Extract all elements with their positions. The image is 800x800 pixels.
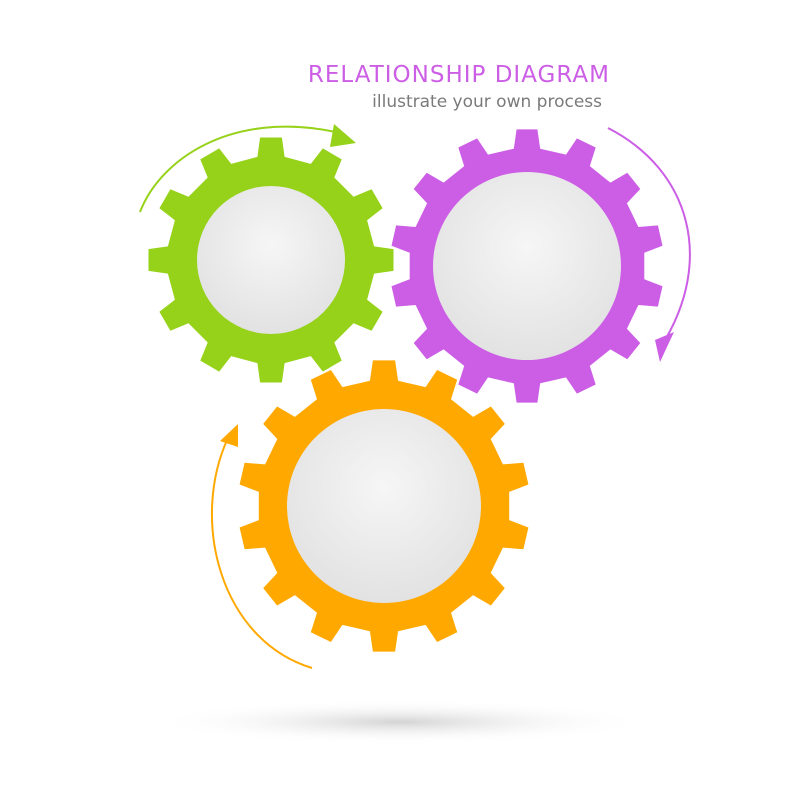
orange-arrow [210,437,313,669]
orange-arrowhead [220,424,238,447]
diagram-subtitle: illustrate your own process [372,92,602,112]
green-arrow [139,125,337,213]
green-arrowhead [330,124,356,147]
gear-green [148,137,394,383]
purple-arrow [607,127,691,346]
diagram-title: RELATIONSHIP DIAGRAM [307,62,610,88]
purple-arrowhead [655,332,674,362]
gear-purple-hole [433,172,621,360]
gear-orange [239,360,529,652]
gear-green-hole [197,186,345,334]
gear-orange-hole [287,409,481,603]
gear-purple [391,129,663,403]
ground-shadow [150,700,650,744]
